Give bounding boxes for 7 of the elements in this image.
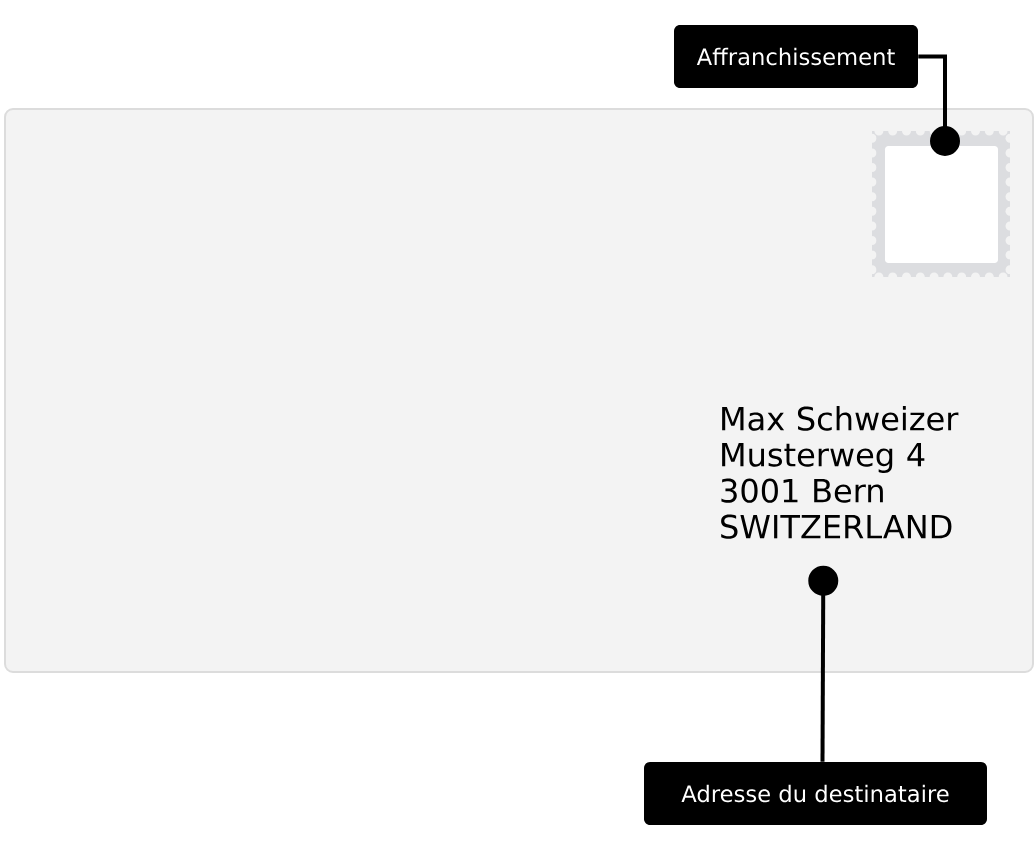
envelope xyxy=(4,108,1034,673)
leader-line xyxy=(918,54,960,156)
postage-stamp xyxy=(872,131,1010,277)
address-text: Max Schweizer Musterweg 4 3001 Bern SWITZERLAND xyxy=(721,406,959,539)
leader-line xyxy=(808,565,839,762)
label-tag: Adresse du destinataire xyxy=(644,762,987,825)
label-tag: Affranchissement xyxy=(674,25,918,88)
